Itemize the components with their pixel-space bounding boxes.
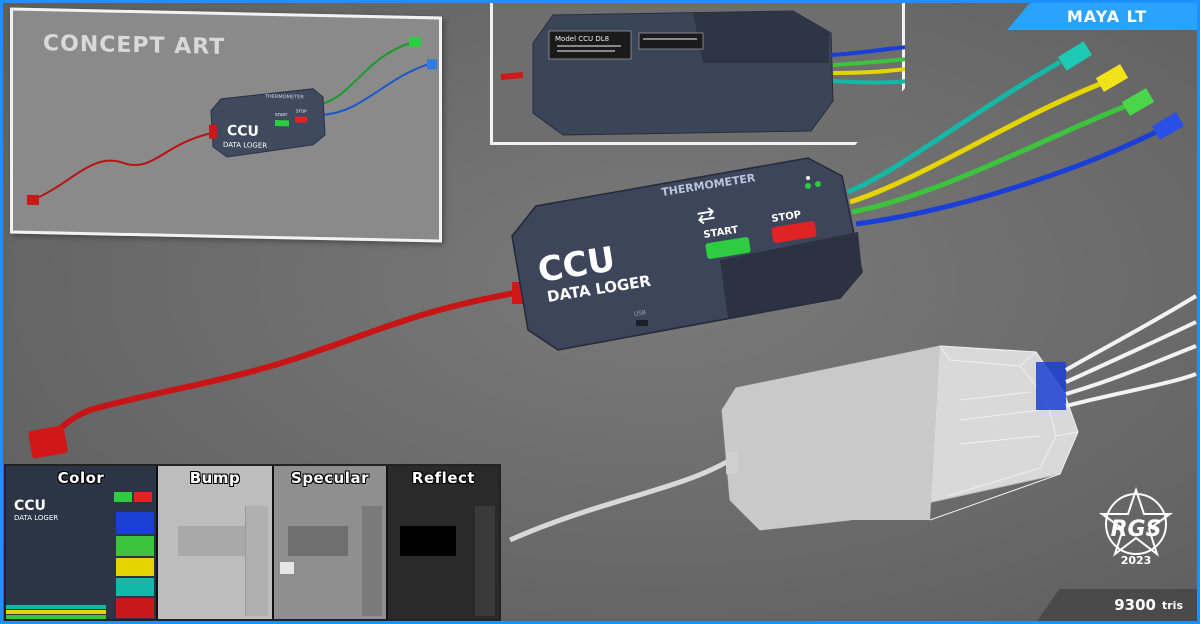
texture-brand: CCU — [14, 498, 46, 514]
start-label: START — [703, 225, 740, 241]
texture-specular-label: Specular — [291, 469, 369, 487]
back-view-inset: Model CCU DL8 — [490, 3, 905, 145]
tris-count: 9300 — [1114, 596, 1156, 614]
texture-bump-label: Bump — [189, 469, 241, 487]
stop-button[interactable] — [771, 221, 817, 244]
rgs-logo-year: 2023 — [1121, 554, 1152, 567]
concept-device-header: THERMOMETER — [264, 94, 304, 101]
texture-color-label: Color — [57, 469, 105, 487]
concept-start-label: START — [275, 112, 288, 117]
texture-bump: Bump — [158, 466, 274, 619]
texture-reflect-label: Reflect — [411, 469, 476, 487]
tris-unit: tris — [1161, 598, 1183, 612]
rgs-logo: RGS 2023 — [1098, 486, 1174, 567]
texture-specular: Specular — [274, 466, 388, 619]
texture-color: Color CCU DATA LOGER — [6, 466, 158, 619]
tris-count-badge: 9300 tris — [1037, 589, 1197, 621]
concept-device-brand: CCU — [227, 123, 259, 140]
concept-art-panel: CONCEPT ART CCU DATA LOGER THERMOMETER S… — [10, 7, 442, 243]
usb-port-label: USB — [633, 309, 646, 318]
concept-stop-label: STOP — [296, 108, 307, 113]
texture-maps-strip: Color CCU DATA LOGER Bump Specular Refle… — [4, 464, 501, 621]
stop-label: STOP — [771, 209, 802, 225]
maya-lt-label: MAYA LT — [1066, 7, 1148, 26]
texture-subtitle: DATA LOGER — [14, 514, 59, 522]
start-arrows-icon: ⇄ — [695, 202, 717, 230]
rgs-logo-text: RGS — [1111, 517, 1162, 542]
concept-art-illustration: CCU DATA LOGER THERMOMETER START STOP — [27, 36, 437, 206]
usb-port — [636, 320, 648, 326]
start-button[interactable] — [705, 237, 751, 260]
texture-reflect: Reflect — [388, 466, 499, 619]
inset-plate-label: Model CCU DL8 — [555, 35, 609, 43]
maya-lt-badge: MAYA LT — [1007, 3, 1197, 30]
concept-device-subtitle: DATA LOGER — [223, 141, 267, 150]
